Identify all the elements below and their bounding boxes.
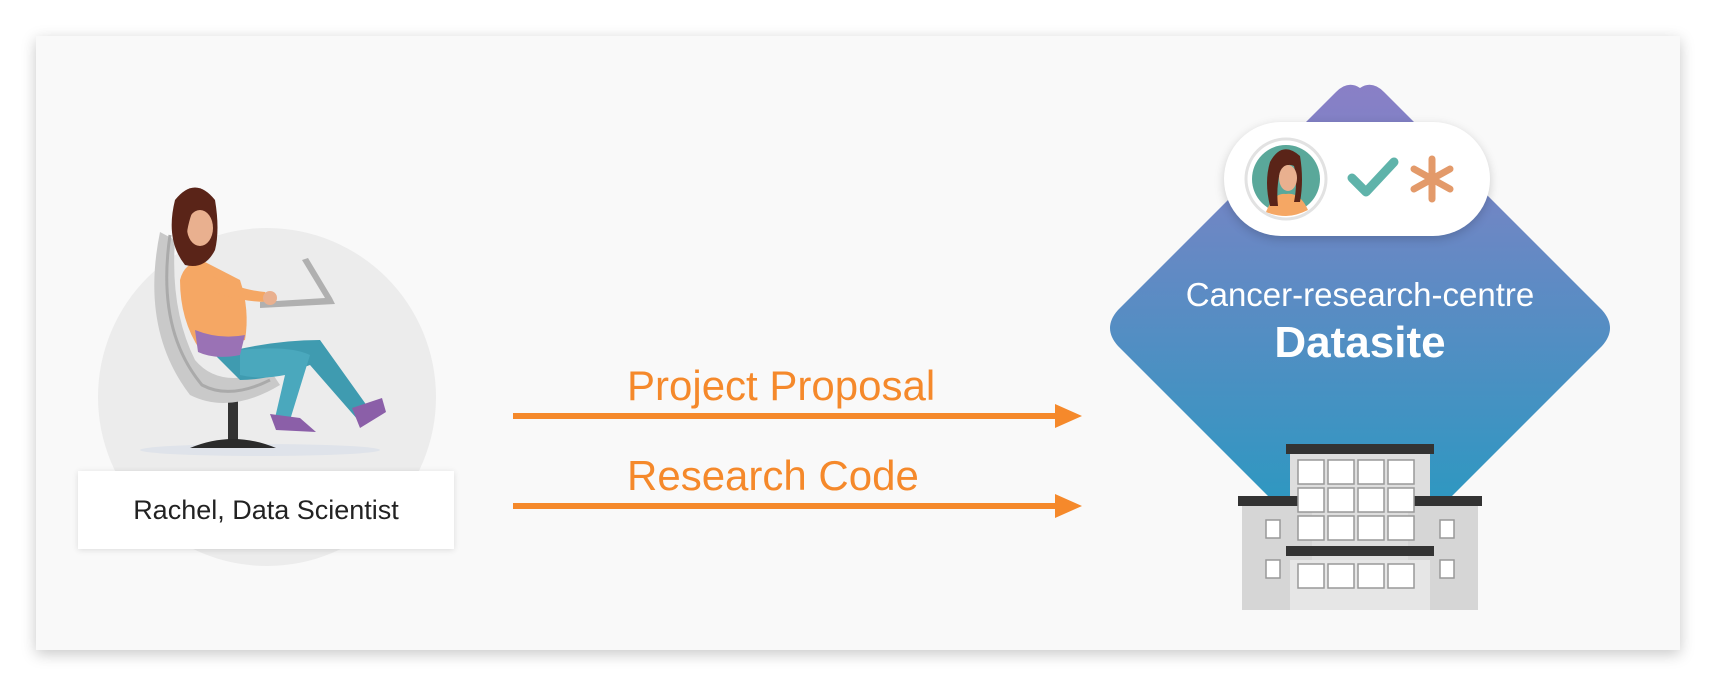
arrow-research-code [513, 494, 1082, 518]
asterisk-icon [1410, 155, 1454, 203]
arrow-label-project-proposal: Project Proposal [627, 362, 936, 409]
person-caption: Rachel, Data Scientist [78, 471, 454, 549]
avatar-icon [1244, 137, 1328, 221]
check-icon [1347, 157, 1399, 197]
arrow-label-research-code: Research Code [627, 452, 919, 499]
building-icon [1238, 444, 1482, 610]
arrow-project-proposal [513, 404, 1082, 428]
approval-badge [1224, 122, 1490, 236]
person-illustration [140, 187, 386, 456]
datasite-name: Cancer-research-centre [1185, 276, 1535, 313]
datasite-title: Datasite [1274, 318, 1446, 367]
arrows [513, 404, 1082, 518]
